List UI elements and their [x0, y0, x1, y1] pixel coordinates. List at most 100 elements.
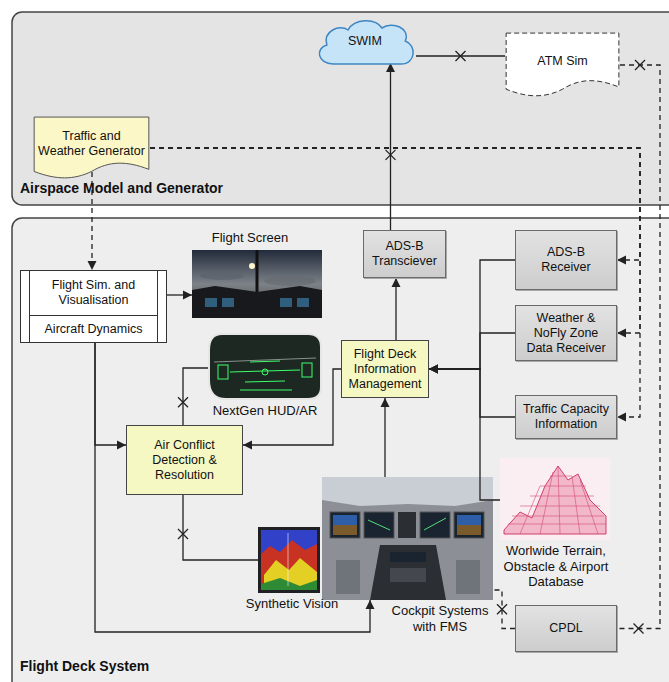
image-caption: Synthetic Vision: [237, 596, 347, 612]
connector: [183, 368, 208, 425]
connector: [95, 343, 370, 632]
connector: [429, 369, 515, 417]
node-label: Flight Sim. and Visualisation: [29, 271, 158, 316]
document-outline: [34, 117, 149, 178]
hud-image: [245, 381, 285, 382]
flight-screen-image: [222, 298, 234, 307]
cross-mark: [635, 60, 645, 70]
node-label: Air Conflict Detection & Resolution: [132, 438, 237, 483]
connector: [167, 294, 192, 295]
cockpit-image: [322, 477, 493, 600]
node-label: Aircraft Dynamics: [29, 316, 158, 342]
cockpit-image: [368, 520, 390, 530]
region-band: [12, 12, 669, 205]
terrain-mesh-image: [508, 476, 606, 524]
cockpit-image: [333, 525, 357, 535]
node-label: ATM Sim: [537, 54, 587, 69]
terrain-mesh-image: [500, 458, 610, 540]
terrain-mesh-image: [520, 466, 598, 534]
synthetic-vision-image: [258, 527, 320, 593]
region-label: Flight Deck System: [20, 658, 149, 674]
cockpit-image: [370, 545, 446, 600]
process-box: Air Conflict Detection & Resolution: [126, 425, 243, 495]
hud-image: [250, 361, 280, 362]
cockpit-image: [336, 560, 360, 594]
connector: [183, 495, 258, 560]
connector: [395, 278, 396, 340]
flight-screen-image: [256, 250, 259, 292]
region-band: Flight Deck System Flight Sim. and Visual…: [12, 218, 669, 682]
module-box: Flight Sim. and VisualisationAircraft Dy…: [20, 270, 167, 343]
image-node: NextGen HUD/AR: [208, 333, 322, 400]
flight-screen-image: [192, 250, 322, 318]
hud-image: [302, 363, 312, 377]
image-node: Synthetic Vision: [258, 527, 320, 593]
flight-screen-image: [264, 276, 316, 286]
hud-image: [262, 369, 268, 375]
cockpit-image: [424, 518, 446, 530]
image-caption: Worlwide Terrain, Obstacle & Airport Dat…: [486, 543, 626, 590]
flight-screen-image: [200, 272, 244, 280]
document-outline: [506, 33, 619, 96]
cloud-outline: [319, 21, 413, 64]
cockpit-image: [454, 512, 484, 538]
cloud-node: SWIM: [312, 16, 418, 66]
image-node: Worlwide Terrain, Obstacle & Airport Dat…: [500, 458, 610, 540]
document-node: ATM Sim: [505, 32, 620, 98]
region-band: [12, 12, 669, 682]
node-label: Flight Deck Information Management: [347, 347, 423, 392]
flight-screen-image: [297, 298, 309, 307]
flight-screen-image: [205, 298, 217, 307]
connector: [150, 148, 640, 417]
device-box: ADS-B Receiver: [515, 230, 617, 290]
cross-mark: [178, 397, 188, 407]
cockpit-image: [420, 512, 450, 538]
synthetic-vision-image: [288, 533, 289, 586]
region-label: Airspace Model and Generator: [20, 180, 223, 196]
hud-image: [214, 358, 316, 362]
device-box: Weather & NoFly Zone Data Receiver: [515, 305, 617, 361]
connector: [95, 343, 126, 445]
node-label: ADS-B Receiver: [521, 245, 611, 275]
cockpit-image: [457, 525, 481, 535]
connector: [617, 65, 660, 629]
cockpit-image: [456, 560, 480, 594]
cockpit-image: [330, 512, 360, 538]
node-label: SWIM: [348, 34, 382, 49]
image-caption: Flight Screen: [190, 230, 310, 246]
flight-screen-image: [280, 298, 292, 307]
region-band: [12, 218, 669, 682]
device-box: ADS-B Transciever: [363, 230, 446, 278]
cross-mark: [178, 529, 188, 539]
cockpit-image: [322, 477, 493, 600]
image-node: Flight Screen: [192, 250, 322, 318]
cross-mark: [497, 604, 507, 614]
terrain-mesh-image: [500, 458, 610, 540]
flight-screen-image: [192, 250, 322, 318]
cockpit-image: [457, 515, 481, 525]
connector: [390, 63, 391, 230]
image-caption: NextGen HUD/AR: [205, 403, 325, 419]
flight-screen-image: [249, 263, 255, 269]
cockpit-image: [390, 552, 426, 562]
connector: [429, 333, 515, 369]
synthetic-vision-image: [261, 540, 317, 590]
device-box: Traffic Capacity Information: [515, 395, 617, 439]
cockpit-image: [333, 515, 357, 525]
terrain-mesh-image: [504, 466, 606, 534]
cockpit-image: [390, 568, 426, 582]
hud-image: [209, 334, 321, 399]
node-label: CPDL: [549, 621, 582, 636]
hud-image: [240, 390, 292, 391]
hud-image: [209, 334, 321, 399]
synthetic-vision-image: [261, 578, 317, 590]
connector: [384, 398, 385, 477]
cross-mark: [456, 51, 466, 61]
cockpit-image: [322, 477, 493, 506]
document-node: Traffic and Weather Generator: [33, 116, 150, 180]
process-box: Flight Deck Information Management: [341, 340, 429, 398]
image-node: Cockpit Systems with FMS: [322, 477, 493, 600]
cross-mark: [386, 150, 396, 160]
node-label: Traffic and Weather Generator: [38, 129, 145, 159]
node-label: ADS-B Transciever: [369, 239, 440, 269]
